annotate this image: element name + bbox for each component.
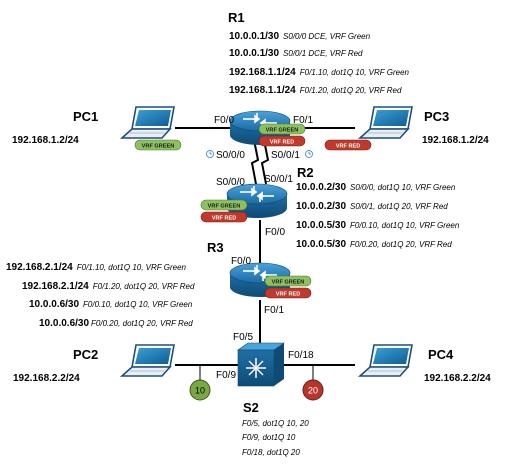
s2-config-line: F0/9, dot1Q 10 (242, 433, 296, 442)
svg-text:VRF GREEN: VRF GREEN (272, 280, 305, 286)
s2-config-line: F0/18, dot1Q 20 (242, 448, 300, 457)
svg-text:VRF GREEN: VRF GREEN (208, 204, 241, 210)
r2-port-s000: S0/0/0 (216, 177, 245, 188)
r2-port-s001: S0/0/1 (264, 174, 293, 185)
s2-port-f018: F0/18 (288, 350, 314, 361)
pc3-name: PC3 (424, 109, 449, 124)
s2-config: F0/5, dot1Q 10, 20 F0/9, dot1Q 10 F0/18,… (242, 419, 309, 457)
dce-clock-icon (206, 150, 214, 158)
pc3-vrf-tag: VRF RED (324, 139, 372, 151)
r1-port-s001: S0/0/1 (271, 150, 300, 161)
r1-port-f01: F0/1 (293, 115, 313, 126)
pc2-name: PC2 (73, 347, 98, 362)
serial-link-s001 (260, 139, 270, 185)
switch-s2[interactable] (237, 342, 285, 387)
r3-vrf-green-tag: VRF GREEN (264, 275, 312, 287)
pc1-laptop[interactable] (121, 106, 175, 139)
s2-config-line: F0/5, dot1Q 10, 20 (242, 419, 309, 428)
r2-vrf-green-tag: VRF GREEN (200, 199, 248, 211)
r3-name: R3 (207, 240, 224, 255)
svg-text:VRF RED: VRF RED (270, 140, 295, 146)
svg-text:VRF RED: VRF RED (336, 144, 361, 150)
s2-port-f05: F0/5 (233, 332, 253, 343)
r3-port-f01: F0/1 (264, 305, 284, 316)
vlan20-label: 20 (308, 386, 318, 396)
pc2-ip: 192.168.2.2/24 (13, 373, 80, 384)
vlan10-label: 10 (195, 386, 205, 396)
pc1-name: PC1 (73, 109, 98, 124)
r1-vrf-red-tag: VRF RED (258, 135, 306, 147)
pc3-ip: 192.168.1.2/24 (422, 135, 489, 146)
pc4-ip: 192.168.2.2/24 (424, 373, 491, 384)
svg-text:VRF RED: VRF RED (212, 216, 237, 222)
r1-port-f00: F0/0 (214, 115, 234, 126)
svg-text:VRF GREEN: VRF GREEN (142, 144, 175, 150)
r3-vrf-red-tag: VRF RED (264, 287, 312, 299)
serial-link-s000 (250, 139, 260, 185)
svg-text:VRF RED: VRF RED (276, 292, 301, 298)
r3-port-f00: F0/0 (231, 256, 251, 267)
pc1-vrf-tag: VRF GREEN (134, 139, 182, 151)
pc1-ip: 192.168.1.2/24 (12, 135, 79, 146)
s2-port-f09: F0/9 (216, 370, 236, 381)
r2-name: R2 (297, 165, 314, 180)
svg-text:VRF GREEN: VRF GREEN (266, 128, 299, 134)
r2-port-f00: F0/0 (265, 227, 285, 238)
r1-port-s000: S0/0/0 (216, 150, 245, 161)
vlan10-badge: 10 (189, 379, 211, 401)
pc4-laptop[interactable] (359, 344, 413, 377)
s2-name: S2 (243, 400, 259, 415)
pc2-laptop[interactable] (121, 344, 175, 377)
r1-name: R1 (228, 10, 245, 25)
pc3-laptop[interactable] (359, 106, 413, 139)
vlan20-badge: 20 (302, 379, 324, 401)
pc4-name: PC4 (428, 347, 454, 362)
r1-vrf-green-tag: VRF GREEN (258, 123, 306, 135)
r2-vrf-red-tag: VRF RED (200, 211, 248, 223)
dce-clock-icon (305, 150, 313, 158)
